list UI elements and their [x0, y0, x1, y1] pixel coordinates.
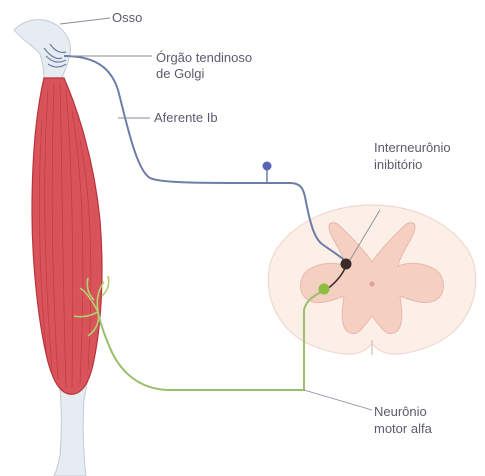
leader-motor	[304, 390, 372, 410]
label-motor-line1: Neurônio	[374, 404, 427, 420]
label-golgi-line1: Órgão tendinoso	[156, 50, 252, 66]
spinal-cord-cross-section	[268, 205, 475, 355]
inhibitory-interneuron	[341, 259, 352, 270]
dorsal-root-ganglion	[263, 162, 272, 171]
tendon-proximal	[14, 20, 71, 80]
alpha-motor-neuron-soma	[319, 284, 330, 295]
label-bone: Osso	[112, 10, 142, 26]
central-canal	[370, 282, 375, 287]
label-interneuron-line1: Interneurônio	[374, 140, 451, 156]
muscle-belly	[32, 78, 102, 394]
label-motor-line2: motor alfa	[374, 421, 432, 437]
muscle	[14, 20, 102, 476]
label-afferent: Aferente Ib	[154, 110, 218, 126]
label-golgi-line2: de Golgi	[156, 66, 204, 82]
label-interneuron-line2: inibitório	[374, 157, 422, 173]
leader-bone	[60, 18, 110, 24]
